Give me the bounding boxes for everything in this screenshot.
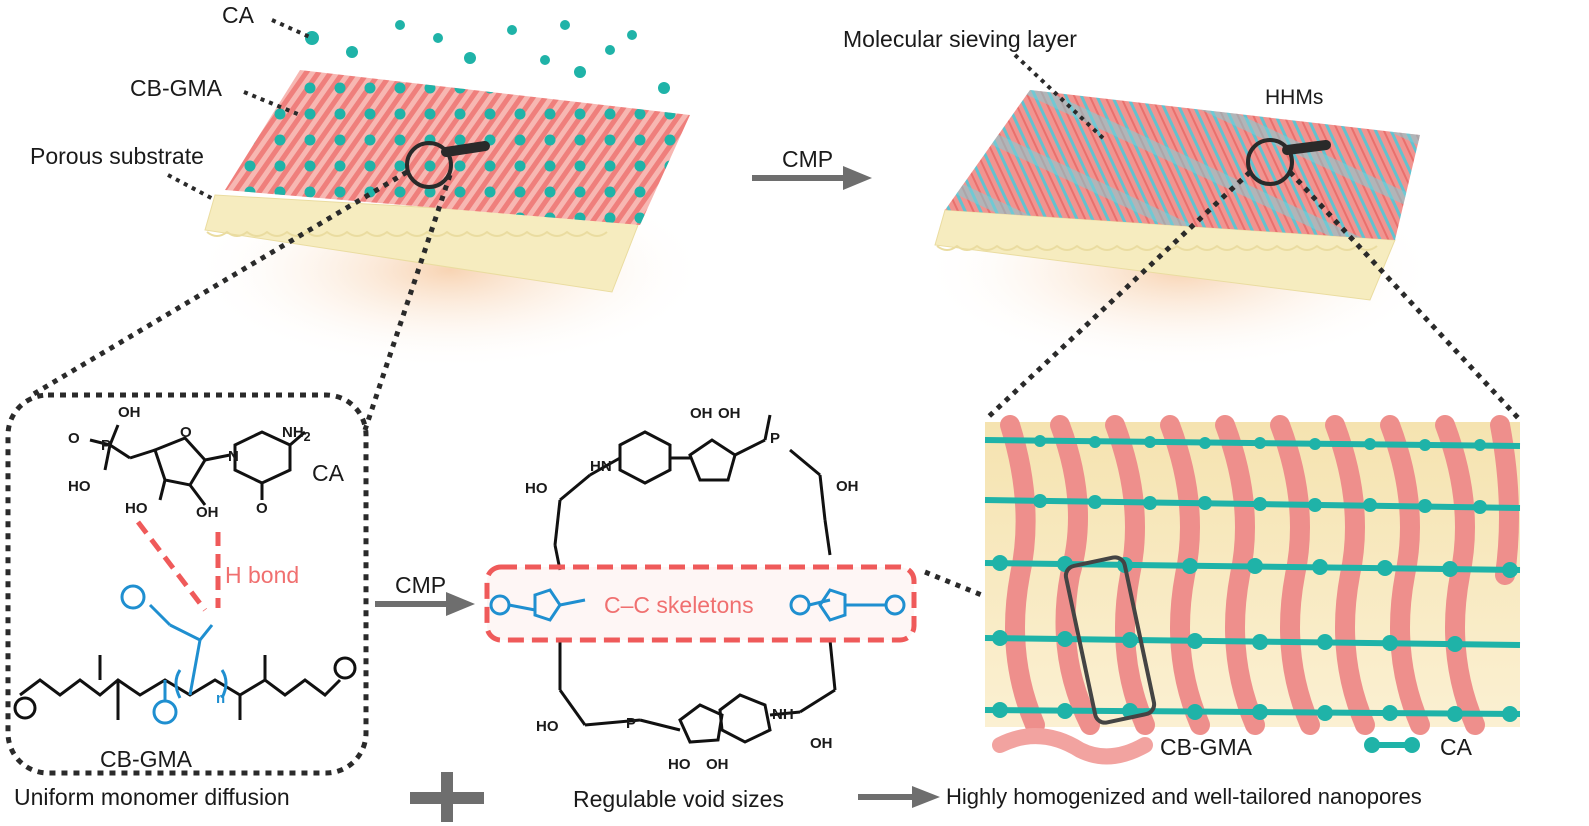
right-magnifier <box>1246 138 1294 186</box>
chem-nh2: NH2 <box>282 424 311 444</box>
zoom-lines-left <box>30 169 453 431</box>
chem-macro-hn: HN <box>590 458 612 475</box>
ca-molecule-drawing <box>89 424 306 506</box>
chem-oh-p1: OH <box>118 404 141 421</box>
label-porous-substrate: Porous substrate <box>30 143 204 169</box>
zoom-lines-right <box>983 170 1522 422</box>
zoom-panel <box>984 415 1521 735</box>
chem-macro-oh-3: OH <box>836 478 859 495</box>
cb-gma-ca-box <box>5 392 369 776</box>
chem-macro-oh-1: OH <box>690 405 713 422</box>
nanopore-highlight <box>1063 555 1157 725</box>
label-ca-molecule: CA <box>312 460 344 486</box>
h-bond-lines <box>136 520 221 612</box>
label-molecular-sieving-layer: Molecular sieving layer <box>843 26 1077 52</box>
c-c-skeleton-blue-drawing <box>489 588 906 622</box>
macrocycle-drawing <box>553 414 837 744</box>
caption-homogenized-nanopores: Highly homogenized and well-tailored nan… <box>946 784 1422 809</box>
chem-n-ring: N <box>228 448 239 465</box>
right-membrane <box>934 90 1420 301</box>
label-ca-top: CA <box>222 2 254 28</box>
left-magnifier <box>405 141 453 189</box>
legend-ca-swatch <box>1364 737 1420 753</box>
chem-macro-oh-4: OH <box>706 756 729 773</box>
chem-ho-h1: HO <box>125 500 148 517</box>
chem-p-ca: P <box>101 437 112 454</box>
cb-gma-polymer-drawing <box>13 584 357 725</box>
caption-regulable-void-sizes: Regulable void sizes <box>573 786 784 812</box>
label-cb-gma-box: CB-GMA <box>100 746 192 772</box>
falling-ca-dots <box>305 20 670 94</box>
cmp-arrow-mid <box>375 592 475 616</box>
bottom-arrow <box>858 786 940 808</box>
chem-macro-ho-3: HO <box>668 756 691 773</box>
chem-o-carbonyl: O <box>256 500 268 517</box>
legend-ca-label: CA <box>1440 734 1472 760</box>
c-c-skeletons-box <box>484 564 917 643</box>
chem-macro-oh-2: OH <box>718 405 741 422</box>
chem-macro-p-2: P <box>626 715 637 732</box>
label-cmp-top: CMP <box>782 146 834 172</box>
chem-macro-ho-2: HO <box>536 718 559 735</box>
chem-macro-ho-1: HO <box>525 480 548 497</box>
chem-macro-oh-5: OH <box>810 735 833 752</box>
label-h-bond: H bond <box>225 562 300 588</box>
chem-macro-p-1: P <box>770 430 781 447</box>
label-hhms: HHMs <box>1265 86 1324 109</box>
cmp-arrow-top <box>752 166 872 190</box>
chem-n-repeat: n <box>216 690 226 707</box>
legend-cb-gma-label: CB-GMA <box>1160 734 1252 760</box>
chem-macro-nh: NH <box>772 706 794 723</box>
chem-o-p: O <box>68 430 80 447</box>
chem-oh-h2: OH <box>196 504 219 521</box>
label-cb-gma-top: CB-GMA <box>130 75 222 101</box>
label-c-c-skeletons: C–C skeletons <box>604 592 754 618</box>
legend-graphics <box>992 728 1420 765</box>
legend-cb-gma-swatch <box>992 728 1153 765</box>
caption-uniform-monomer-diffusion: Uniform monomer diffusion <box>14 784 290 810</box>
chem-ho-p2: HO <box>68 478 91 495</box>
plus-sign <box>410 772 484 822</box>
left-membrane <box>204 20 690 293</box>
label-cmp-mid: CMP <box>395 572 447 598</box>
chem-o-ring: O <box>180 424 192 441</box>
leader-lines <box>167 18 1107 202</box>
